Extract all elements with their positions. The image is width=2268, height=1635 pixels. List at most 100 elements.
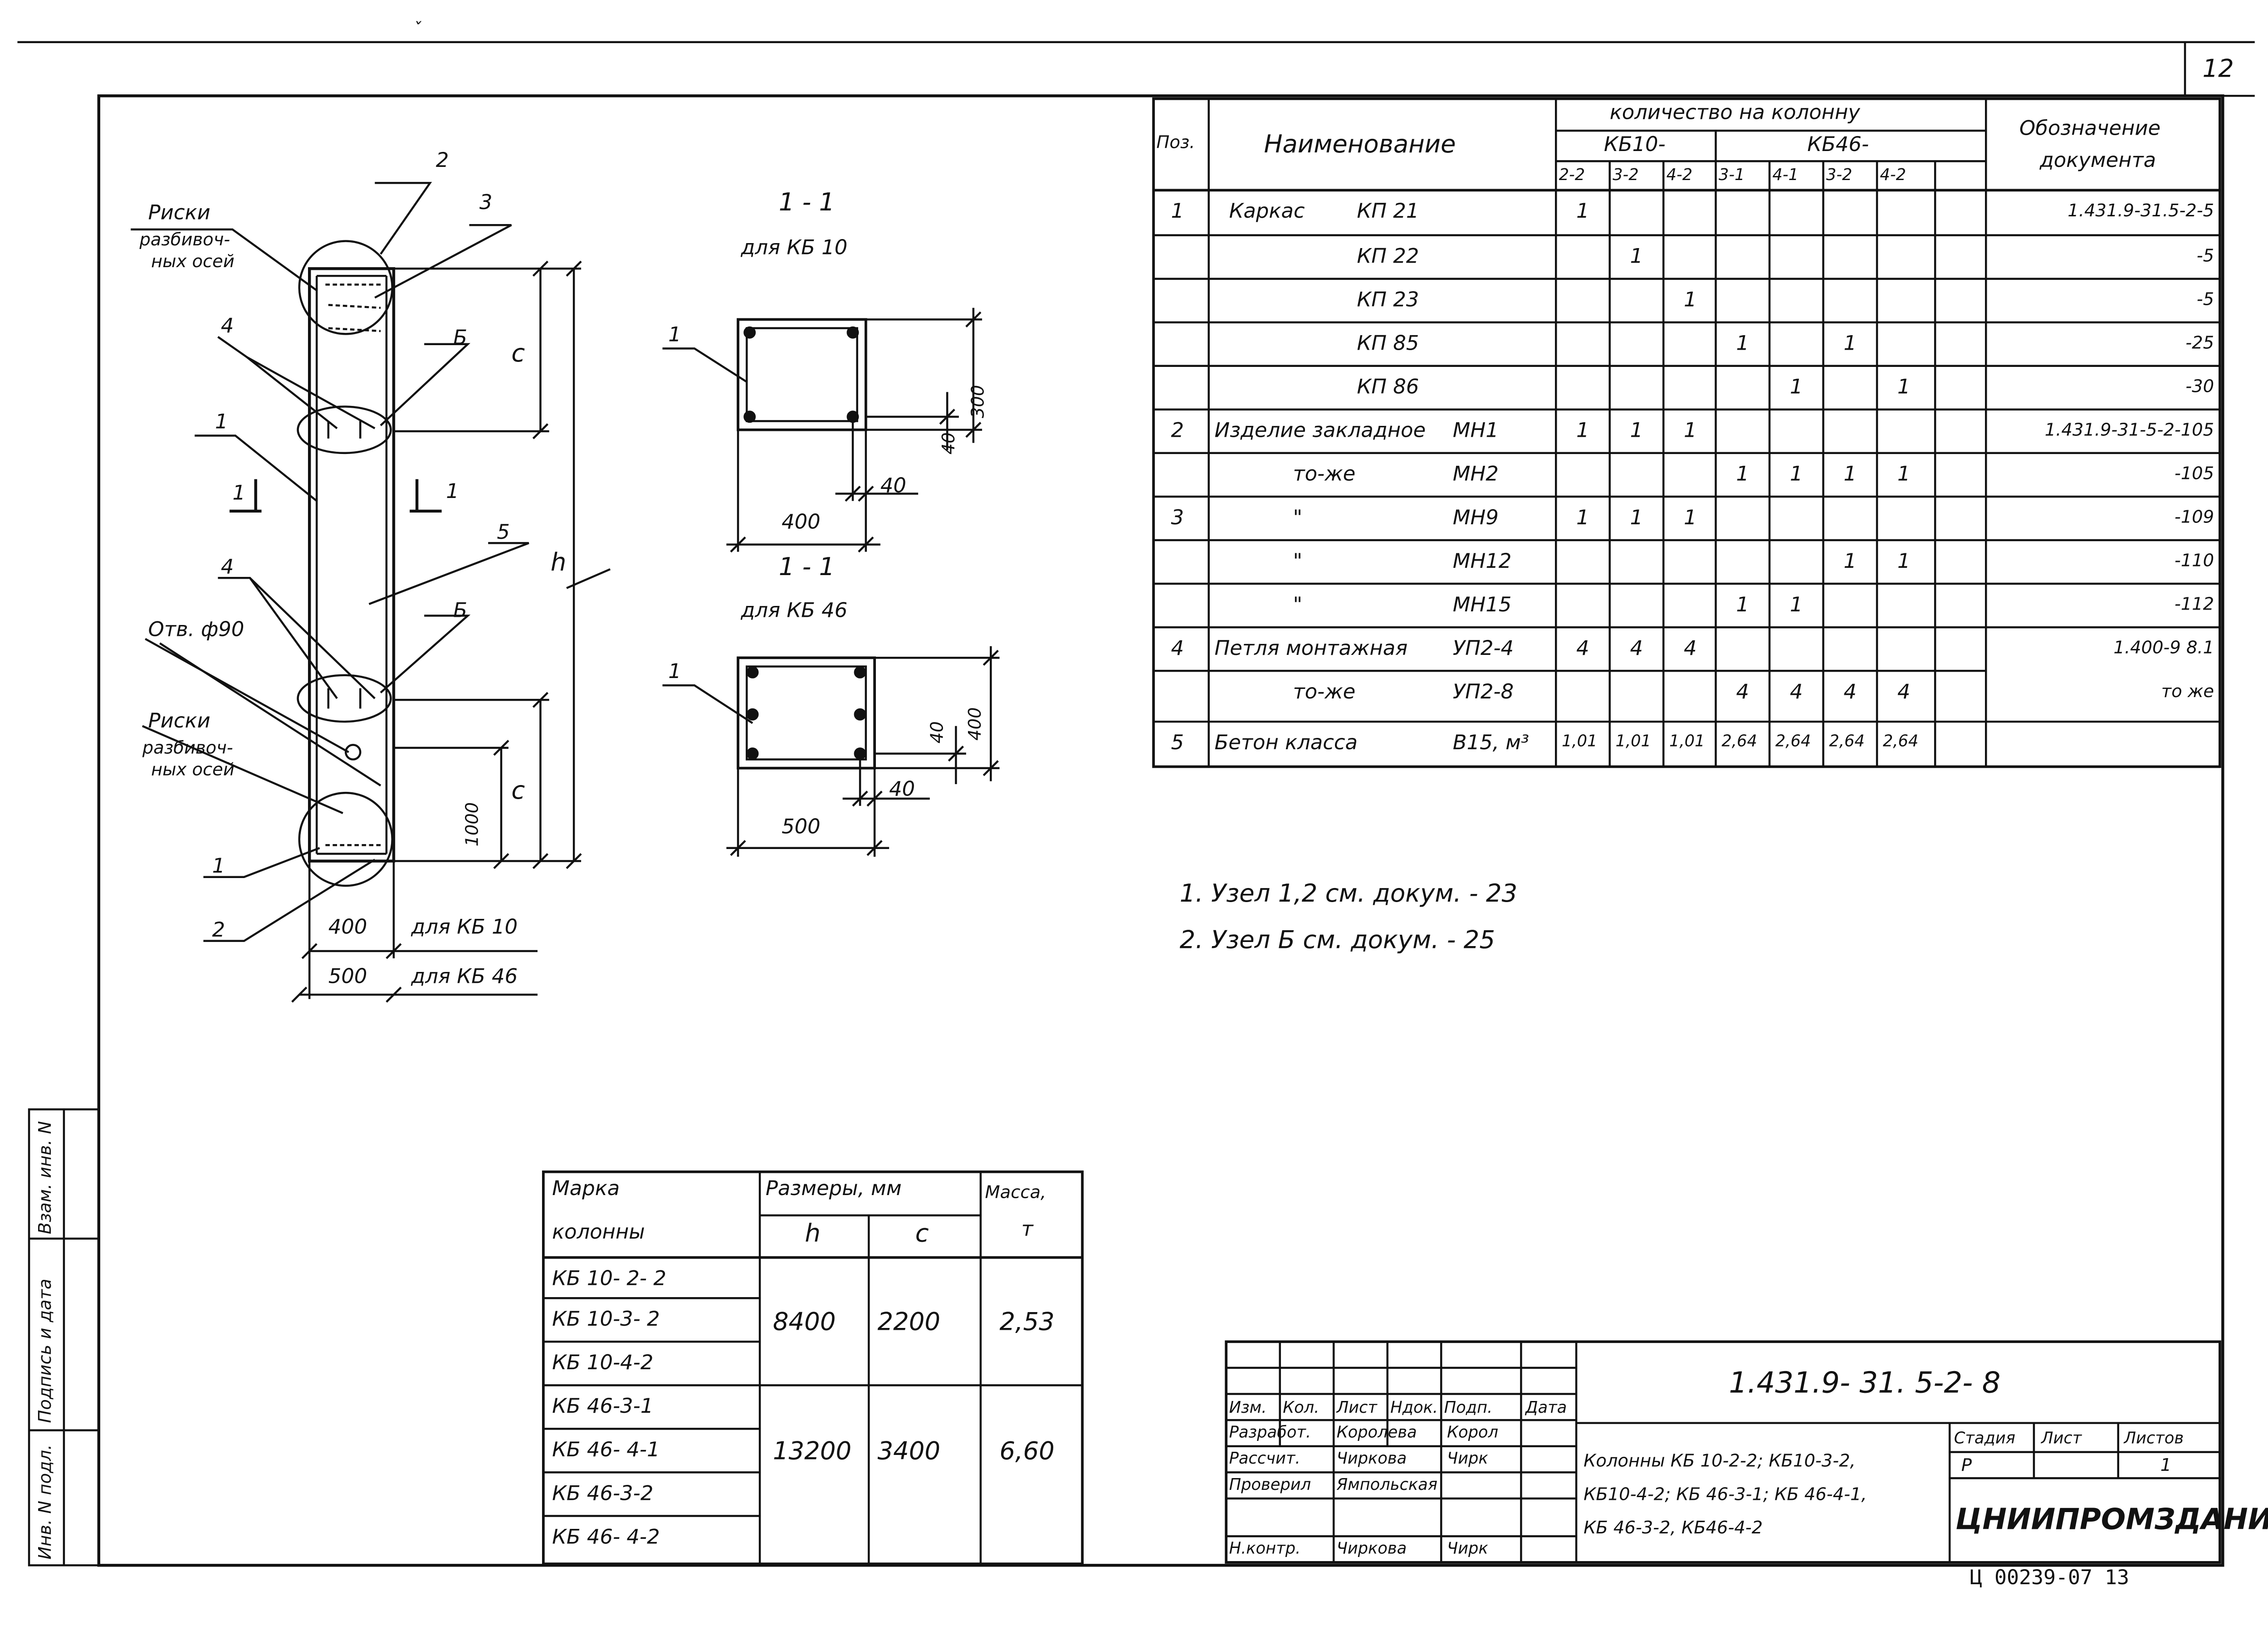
tb-title-l2: КБ10-4-2; КБ 46-3-1; КБ 46-4-1, — [1584, 1484, 1867, 1504]
sheet-number: 12 — [2202, 55, 2234, 84]
tb-role-name: Ямпольская — [1336, 1475, 1437, 1494]
tb-role: Н.контр. — [1229, 1539, 1301, 1558]
mark-group-h: 8400 — [772, 1308, 836, 1337]
spec-row-qty: 2,64 — [1721, 732, 1757, 751]
riski-top-l3: ных осей — [151, 251, 235, 272]
tb-change-header: Ндок. — [1390, 1398, 1438, 1417]
margin-sign-date: Подпись и дата — [34, 1279, 55, 1423]
mark-group-mass: 2,53 — [999, 1308, 1055, 1337]
spec-row-name: то-же — [1293, 681, 1356, 704]
mark-group-h: 13200 — [772, 1437, 852, 1467]
spec-header-pos: Поз. — [1156, 132, 1195, 153]
spec-header-kb10: КБ10- — [1603, 133, 1666, 157]
spec-row-qty: 1 — [1843, 332, 1857, 356]
callout-1-left: 1 — [215, 411, 228, 434]
callout-3: 3 — [479, 191, 493, 215]
section-kb10 — [662, 307, 982, 553]
spec-row-qty: 4 — [1630, 637, 1643, 661]
section2-callout: 1 — [668, 660, 681, 684]
spec-row-name: Петля монтажная — [1214, 637, 1408, 661]
tb-role-signature: Чирк — [1447, 1539, 1488, 1558]
mark-row-mark: КБ 46-3-1 — [552, 1395, 654, 1419]
spec-row-name: Бетон класса — [1214, 732, 1358, 755]
dim-h: h — [550, 549, 567, 578]
spec-row-qty: 1 — [1843, 463, 1857, 487]
spec-subheader-kb10: 3-2 — [1613, 165, 1639, 185]
callout-4-mid: 4 — [220, 556, 234, 580]
riski-bottom-l1: Риски — [148, 710, 210, 733]
section2-dim-500: 500 — [782, 816, 821, 839]
spec-row-pos: 5 — [1171, 732, 1184, 755]
tb-role-signature: Чирк — [1447, 1449, 1488, 1468]
spec-row-mark: МН9 — [1452, 507, 1499, 530]
mark-header-mass-l1: Масса, — [985, 1182, 1046, 1202]
spec-row-mark: МН1 — [1452, 420, 1499, 443]
section1-title: 1 - 1 — [778, 189, 835, 218]
spec-row-qty: 1 — [1736, 463, 1749, 487]
spec-row-qty: 1 — [1630, 420, 1643, 443]
spec-table-grid — [1152, 97, 2221, 768]
section-kb46 — [662, 646, 1000, 857]
spec-subheader-kb46: 3-2 — [1826, 165, 1853, 185]
spec-row-pos: 1 — [1171, 200, 1184, 224]
section1-callout: 1 — [668, 323, 681, 347]
spec-row-doc: -110 — [2174, 550, 2214, 571]
dim-c-top: с — [511, 340, 525, 369]
dim-1000: 1000 — [462, 802, 483, 847]
spec-row-qty: 1 — [1789, 594, 1803, 617]
tb-change-header: Подп. — [1444, 1398, 1493, 1417]
spec-row-qty: 2,64 — [1829, 732, 1865, 751]
spec-header-name: Наименование — [1264, 131, 1456, 160]
spec-row-qty: 4 — [1897, 681, 1911, 704]
callout-5: 5 — [497, 521, 510, 545]
spec-row-qty: 1 — [1576, 420, 1589, 443]
spec-row-pos: 4 — [1171, 637, 1184, 661]
spec-row-qty: 4 — [1576, 637, 1589, 661]
tb-role: Рассчит. — [1229, 1449, 1300, 1468]
tb-designation: 1.431.9- 31. 5-2- 8 — [1729, 1365, 2001, 1400]
spec-row-qty: 1,01 — [1669, 732, 1705, 751]
spec-row-mark: УП2-8 — [1452, 681, 1514, 704]
spec-row-name: то-же — [1293, 463, 1356, 487]
tb-stage: Р — [1961, 1455, 1972, 1475]
spec-row-qty: 1 — [1897, 376, 1911, 400]
spec-row-mark: КП 86 — [1357, 376, 1419, 400]
mark-header-sizes: Размеры, мм — [765, 1177, 902, 1201]
spec-row-qty: 1 — [1897, 463, 1911, 487]
callout-4-top: 4 — [220, 315, 234, 338]
riski-top-l2: разбивоч- — [139, 229, 230, 250]
spec-header-quantity: количество на колонну — [1609, 102, 1860, 125]
spec-row-qty: 1 — [1789, 376, 1803, 400]
spec-row-qty: 4 — [1789, 681, 1803, 704]
tb-role-name: Чиркова — [1336, 1539, 1407, 1558]
spec-row-doc: 1.431.9-31-5-2-105 — [2044, 420, 2214, 440]
spec-row-doc: -25 — [2185, 332, 2214, 353]
tb-title-l1: Колонны КБ 10-2-2; КБ10-3-2, — [1584, 1450, 1856, 1471]
spec-row-qty: 1 — [1736, 594, 1749, 617]
tb-stage-label: Стадия — [1954, 1429, 2015, 1448]
section2-dim-400: 400 — [964, 707, 985, 741]
spec-row-doc: -30 — [2185, 376, 2214, 397]
spec-row-doc: 1.431.9-31.5-2-5 — [2068, 200, 2214, 221]
spec-row-qty: 1 — [1843, 550, 1857, 574]
width-400: 400 — [328, 916, 367, 940]
tb-role-name: Чиркова — [1336, 1449, 1407, 1468]
spec-row-qty: 1 — [1684, 420, 1697, 443]
mark-group-c: 2200 — [877, 1308, 941, 1337]
width-500: 500 — [328, 966, 367, 989]
section1-dim-40b: 40 — [880, 474, 907, 498]
tb-change-header: Кол. — [1283, 1398, 1320, 1417]
spec-row-doc: 1.400-9 8.1 — [2113, 637, 2214, 658]
spec-row-qty: 1 — [1576, 200, 1589, 224]
spec-row-pos: 2 — [1171, 420, 1184, 443]
spec-subheader-kb10: 4-2 — [1666, 165, 1693, 185]
section-mark-left: 1 — [232, 482, 246, 506]
spec-row-mark: МН15 — [1452, 594, 1512, 617]
riski-top-l1: Риски — [148, 202, 210, 225]
mark-group-c: 3400 — [877, 1437, 941, 1467]
mark-header-c: c — [915, 1220, 929, 1249]
mark-group-mass: 6,60 — [999, 1437, 1055, 1467]
spec-row-qty: 1 — [1630, 507, 1643, 530]
tb-change-header: Лист — [1336, 1398, 1377, 1417]
